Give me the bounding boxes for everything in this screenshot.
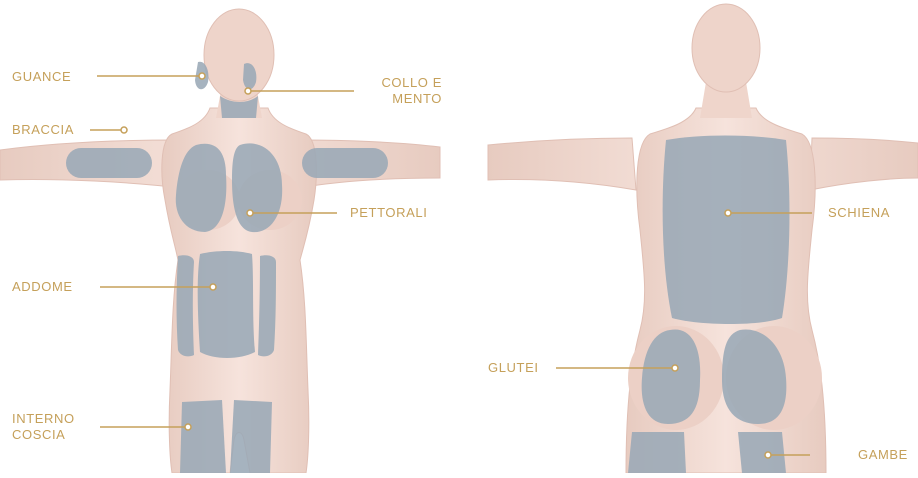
- leader-addome-dot: [210, 284, 216, 290]
- zone-abdomen-center: [198, 251, 255, 358]
- zone-flank-left: [177, 255, 195, 356]
- leader-braccia-dot: [121, 127, 127, 133]
- leader-glutei-dot: [672, 365, 678, 371]
- back-figure: [488, 4, 918, 473]
- back-head: [692, 4, 760, 92]
- zone-arm-left: [66, 148, 152, 178]
- label-collo-e-mento-line1: COLLO E: [356, 75, 442, 91]
- zone-leg-right: [738, 432, 786, 473]
- leader-interno-dot: [185, 424, 191, 430]
- leader-collo-dot: [245, 88, 251, 94]
- zone-inner-thigh-right: [230, 400, 272, 473]
- label-collo-e-mento: COLLO E MENTO: [356, 75, 442, 107]
- zone-leg-left: [628, 432, 686, 473]
- leader-guance-dot: [199, 73, 205, 79]
- label-interno-coscia-line2: COSCIA: [12, 427, 75, 443]
- front-head: [204, 9, 274, 101]
- label-schiena: SCHIENA: [828, 205, 890, 221]
- label-glutei: GLUTEI: [488, 360, 539, 376]
- label-collo-e-mento-line2: MENTO: [356, 91, 442, 107]
- zone-inner-thigh-left: [180, 400, 226, 473]
- label-interno-coscia-line1: INTERNO: [12, 411, 75, 427]
- label-guance: GUANCE: [12, 69, 71, 85]
- zone-arm-right: [302, 148, 388, 178]
- label-pettorali: PETTORALI: [350, 205, 427, 221]
- label-interno-coscia: INTERNO COSCIA: [12, 411, 75, 443]
- label-braccia: BRACCIA: [12, 122, 74, 138]
- zone-flank-right: [258, 255, 276, 356]
- label-gambe: GAMBE: [858, 447, 908, 463]
- zone-back: [663, 136, 790, 325]
- leader-pettorali-dot: [247, 210, 253, 216]
- leader-schiena-dot: [725, 210, 731, 216]
- leader-gambe-dot: [765, 452, 771, 458]
- label-addome: ADDOME: [12, 279, 73, 295]
